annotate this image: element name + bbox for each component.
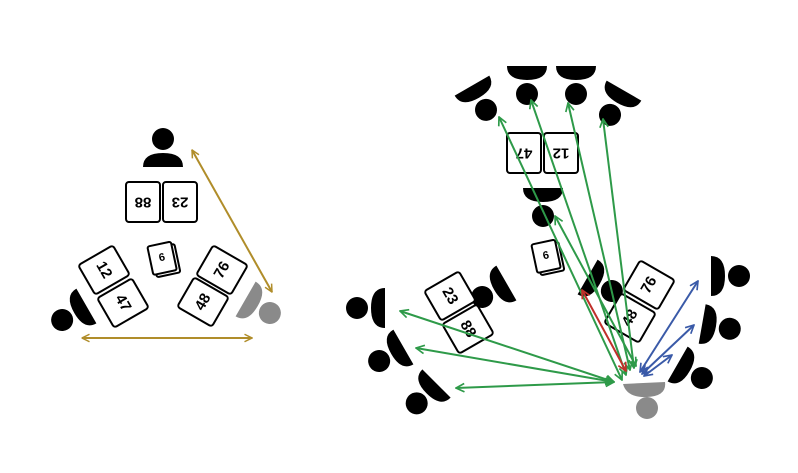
player-icon	[698, 304, 745, 351]
blue-arrow	[644, 355, 672, 376]
card: 88	[125, 181, 161, 223]
green-arrow	[456, 382, 614, 388]
player-icon	[42, 288, 97, 343]
left-table: 88 23 12 47 76 48 6	[42, 128, 290, 343]
player-icon	[556, 66, 596, 105]
card-value: 88	[135, 194, 152, 211]
card-value: 6	[158, 251, 166, 264]
card-value: 48	[191, 291, 214, 314]
green-arrow	[416, 348, 614, 382]
card-value: 47	[111, 292, 134, 315]
player-icon	[346, 288, 385, 328]
card-value: 12	[553, 145, 570, 162]
player-icon	[587, 80, 642, 135]
card: 23	[424, 271, 476, 321]
card: 47	[97, 278, 149, 328]
player-icon	[394, 369, 451, 426]
card-value: 23	[172, 194, 189, 211]
agent-icon	[235, 281, 290, 336]
card: 12	[78, 245, 130, 295]
card: 47	[506, 132, 542, 174]
card-pile: 6	[146, 240, 182, 278]
agent-icon	[623, 382, 666, 419]
card-value: 23	[438, 285, 461, 308]
player-icon	[711, 256, 750, 296]
red-arrow	[582, 290, 626, 371]
card: 23	[162, 181, 198, 223]
player-icon	[143, 128, 183, 167]
player-icon	[359, 329, 414, 384]
gold-arrow	[191, 150, 273, 292]
green-arrow	[400, 311, 614, 382]
card-value: 12	[92, 259, 115, 282]
card: 48	[177, 277, 229, 327]
right-table: 47 12 23 88 76 48 6	[346, 66, 750, 426]
player-icon	[667, 346, 722, 401]
player-icon	[507, 66, 547, 105]
